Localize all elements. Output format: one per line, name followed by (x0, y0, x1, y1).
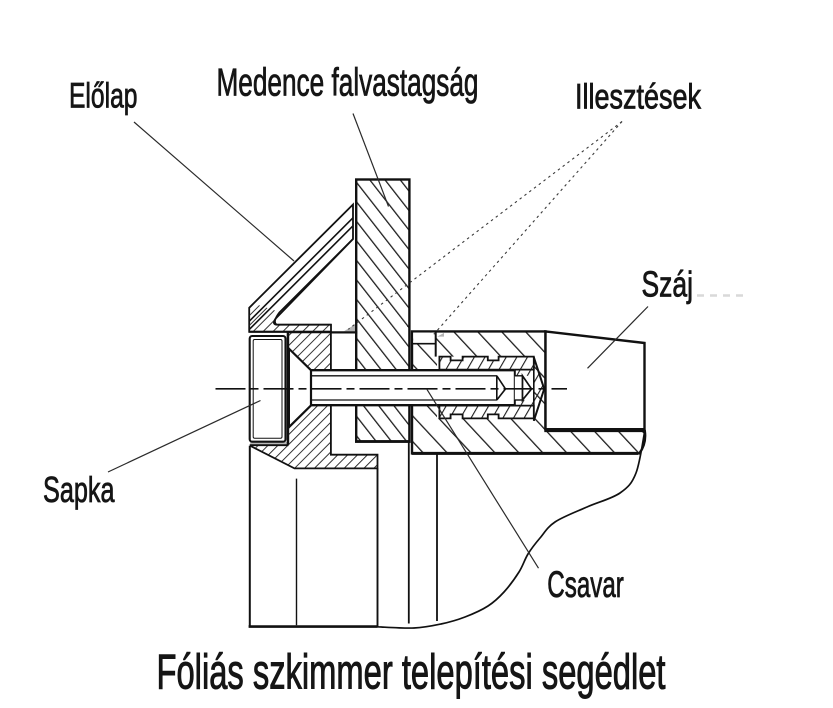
svg-text:Sapka: Sapka (43, 469, 115, 510)
svg-text:Előlap: Előlap (69, 77, 138, 116)
svg-text:Medence falvastagság: Medence falvastagság (217, 61, 479, 104)
svg-text:Száj: Száj (642, 264, 694, 305)
svg-text:Illesztések: Illesztések (575, 78, 701, 117)
svg-text:Fóliás szkimmer telepítési seg: Fóliás szkimmer telepítési segédlet (157, 646, 666, 700)
svg-text:Csavar: Csavar (547, 564, 624, 605)
